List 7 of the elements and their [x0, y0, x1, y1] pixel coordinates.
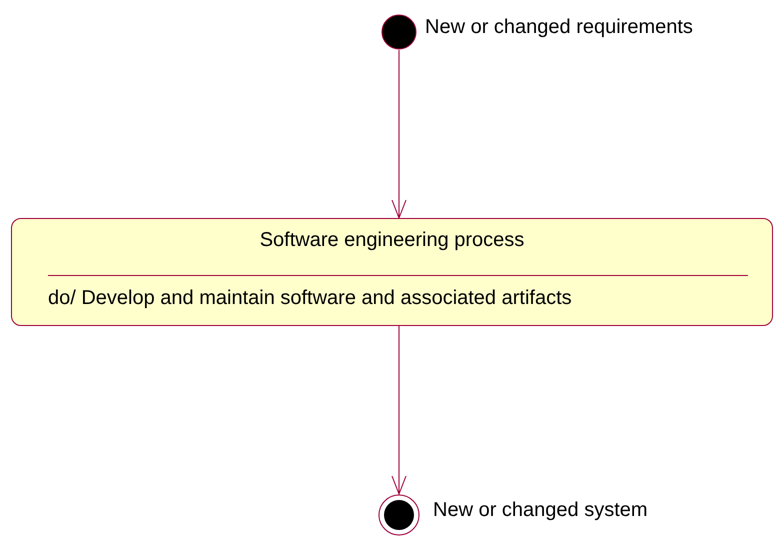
state-box [11, 218, 773, 326]
transition-arrow [392, 326, 406, 494]
state-name: Software engineering process [258, 229, 526, 252]
state-activity: do/ Develop and maintain software and associated artifacts [48, 287, 572, 310]
state-label: New or changed requirements [425, 16, 693, 39]
state-label: New or changed system [433, 499, 648, 522]
transition-arrow [392, 50, 406, 218]
